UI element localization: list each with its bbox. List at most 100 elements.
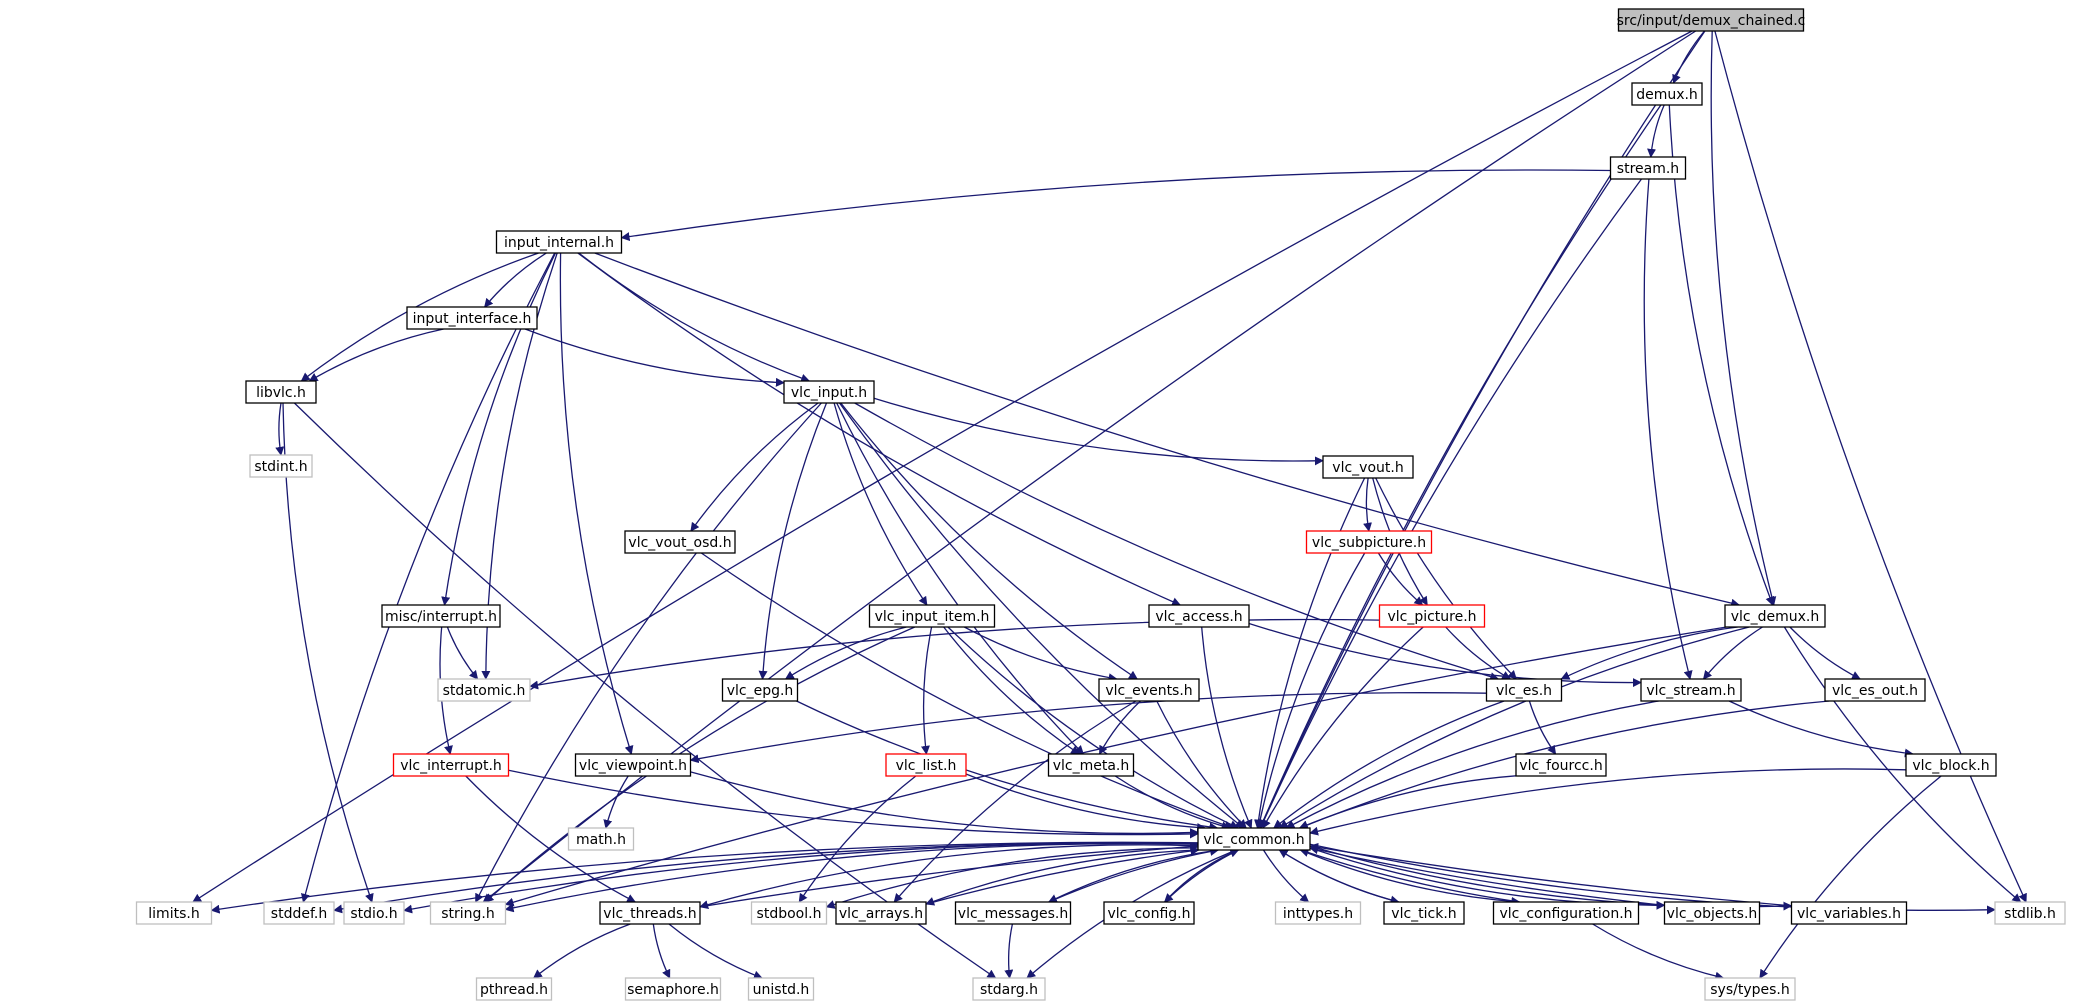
node-misc-interrupt[interactable]: misc/interrupt.h (381, 604, 501, 628)
node-box (783, 380, 875, 404)
node-stream[interactable]: stream.h (1609, 156, 1687, 180)
node-label: vlc_es.h (1496, 683, 1552, 699)
node-box (406, 306, 538, 330)
node-label: stddef.h (271, 906, 327, 922)
node-box (1378, 604, 1486, 628)
edge-vlc-config-to-vlc-common (1164, 848, 1240, 903)
node-label: vlc_input_item.h (875, 609, 990, 625)
node-root[interactable]: src/input/demux_chained.c (1617, 8, 1806, 32)
node-vlc-meta[interactable]: vlc_meta.h (1047, 753, 1135, 777)
edge-root-to-stdlib (1714, 30, 2027, 903)
node-box (475, 977, 553, 1001)
node-vlc-arrays[interactable]: vlc_arrays.h (835, 901, 927, 925)
edge-input-internal-to-vlc-demux (594, 252, 1741, 608)
node-vlc-list[interactable]: vlc_list.h (885, 753, 967, 777)
node-input-internal[interactable]: input_internal.h (495, 230, 623, 254)
edge-stream-to-vlc-common (1259, 178, 1643, 829)
edge-input-internal-to-misc-interrupt (441, 252, 557, 606)
node-vlc-interrupt[interactable]: vlc_interrupt.h (392, 753, 510, 777)
node-box (1905, 753, 1997, 777)
node-label: stdbool.h (757, 906, 822, 922)
node-vlc-demux[interactable]: vlc_demux.h (1724, 604, 1826, 628)
node-vlc-vout[interactable]: vlc_vout.h (1322, 455, 1414, 479)
node-box (885, 753, 967, 777)
node-libvlc[interactable]: libvlc.h (245, 380, 317, 404)
node-label: limits.h (148, 906, 199, 922)
edge-vlc-threads-to-unistd (668, 923, 763, 980)
node-label: input_interface.h (413, 311, 532, 327)
node-vlc-variables[interactable]: vlc_variables.h (1790, 901, 1908, 925)
node-vlc-picture[interactable]: vlc_picture.h (1378, 604, 1486, 628)
node-box (249, 454, 313, 478)
edge-input-interface-to-libvlc (308, 328, 444, 382)
node-label: vlc_common.h (1203, 832, 1304, 848)
node-stdbool: stdbool.h (750, 901, 828, 925)
edge-vlc-common-to-vlc-configuration (1300, 849, 1521, 906)
node-vlc-access[interactable]: vlc_access.h (1148, 604, 1250, 628)
edge-vlc-es-to-vlc-fourcc (1528, 700, 1557, 755)
edge-vlc-input-item-to-vlc-common (947, 626, 1239, 829)
node-label: inttypes.h (1283, 906, 1353, 922)
node-vlc-input-item[interactable]: vlc_input_item.h (868, 604, 996, 628)
node-vlc-events[interactable]: vlc_events.h (1098, 678, 1200, 702)
edge-vlc-demux-to-vlc-es-out (1789, 626, 1861, 680)
node-box (1724, 604, 1826, 628)
edge-vlc-input-to-string (475, 402, 822, 903)
node-vlc-common[interactable]: vlc_common.h (1197, 827, 1311, 851)
node-label: string.h (441, 906, 495, 922)
node-vlc-subpicture[interactable]: vlc_subpicture.h (1305, 530, 1433, 554)
node-label: misc/interrupt.h (385, 609, 497, 625)
edge-vlc-input-item-to-vlc-epg (784, 626, 907, 680)
node-vlc-threads[interactable]: vlc_threads.h (599, 901, 701, 925)
edge-libvlc-to-stdio (282, 402, 374, 903)
node-demux[interactable]: demux.h (1631, 82, 1703, 106)
node-label: vlc_variables.h (1797, 906, 1901, 922)
node-vlc-epg[interactable]: vlc_epg.h (721, 678, 799, 702)
edge-vlc-objects-to-vlc-common (1309, 845, 1665, 906)
node-label: vlc_interrupt.h (400, 758, 502, 774)
node-label: stdatomic.h (443, 683, 526, 699)
node-vlc-es-out[interactable]: vlc_es_out.h (1824, 678, 1926, 702)
node-label: vlc_input.h (791, 385, 867, 401)
node-label: vlc_configuration.h (1499, 906, 1632, 922)
node-box (574, 753, 692, 777)
edge-input-internal-to-vlc-access (577, 252, 1182, 606)
node-input-interface[interactable]: input_interface.h (406, 306, 538, 330)
node-box (1274, 901, 1362, 925)
edge-vlc-block-to-vlc-common (1309, 768, 1907, 836)
node-vlc-input[interactable]: vlc_input.h (783, 380, 875, 404)
edge-vlc-events-to-vlc-meta (1098, 700, 1141, 755)
node-box (1824, 678, 1926, 702)
edge-vlc-input-to-vlc-common (838, 402, 1245, 829)
node-label: src/input/demux_chained.c (1617, 13, 1806, 29)
edge-vlc-interrupt-to-vlc-common (508, 769, 1199, 839)
edge-vlc-threads-to-pthread (532, 923, 631, 979)
edge-libvlc-to-stdarg (293, 402, 997, 979)
node-stddef: stddef.h (263, 901, 335, 925)
edge-vlc-block-to-sys-types (1759, 775, 1942, 979)
node-vlc-stream[interactable]: vlc_stream.h (1640, 678, 1742, 702)
node-vlc-objects[interactable]: vlc_objects.h (1663, 901, 1761, 925)
node-label: vlc_stream.h (1646, 683, 1735, 699)
edge-input-internal-to-vlc-viewpoint (559, 252, 634, 755)
edge-vlc-input-to-vlc-epg (758, 402, 828, 680)
edge-vlc-events-to-vlc-arrays (893, 700, 1137, 903)
node-box (1103, 901, 1195, 925)
edge-root-to-demux (1672, 30, 1705, 84)
node-string: string.h (429, 901, 507, 925)
node-vlc-config[interactable]: vlc_config.h (1103, 901, 1195, 925)
node-box (1609, 156, 1687, 180)
node-vlc-fourcc[interactable]: vlc_fourcc.h (1515, 753, 1607, 777)
edge-vlc-events-to-vlc-common (1156, 700, 1247, 829)
node-vlc-block[interactable]: vlc_block.h (1905, 753, 1997, 777)
edge-vlc-subpicture-to-vlc-common (1255, 552, 1366, 829)
edge-vlc-subpicture-to-vlc-picture (1377, 552, 1424, 606)
node-vlc-es[interactable]: vlc_es.h (1485, 678, 1563, 702)
edge-input-internal-to-input-interface (484, 252, 547, 308)
node-label: libvlc.h (256, 385, 306, 401)
node-vlc-tick[interactable]: vlc_tick.h (1383, 901, 1465, 925)
node-vlc-vout-osd[interactable]: vlc_vout_osd.h (624, 530, 736, 554)
node-vlc-messages[interactable]: vlc_messages.h (954, 901, 1072, 925)
node-vlc-viewpoint[interactable]: vlc_viewpoint.h (574, 753, 692, 777)
node-vlc-configuration[interactable]: vlc_configuration.h (1492, 901, 1640, 925)
